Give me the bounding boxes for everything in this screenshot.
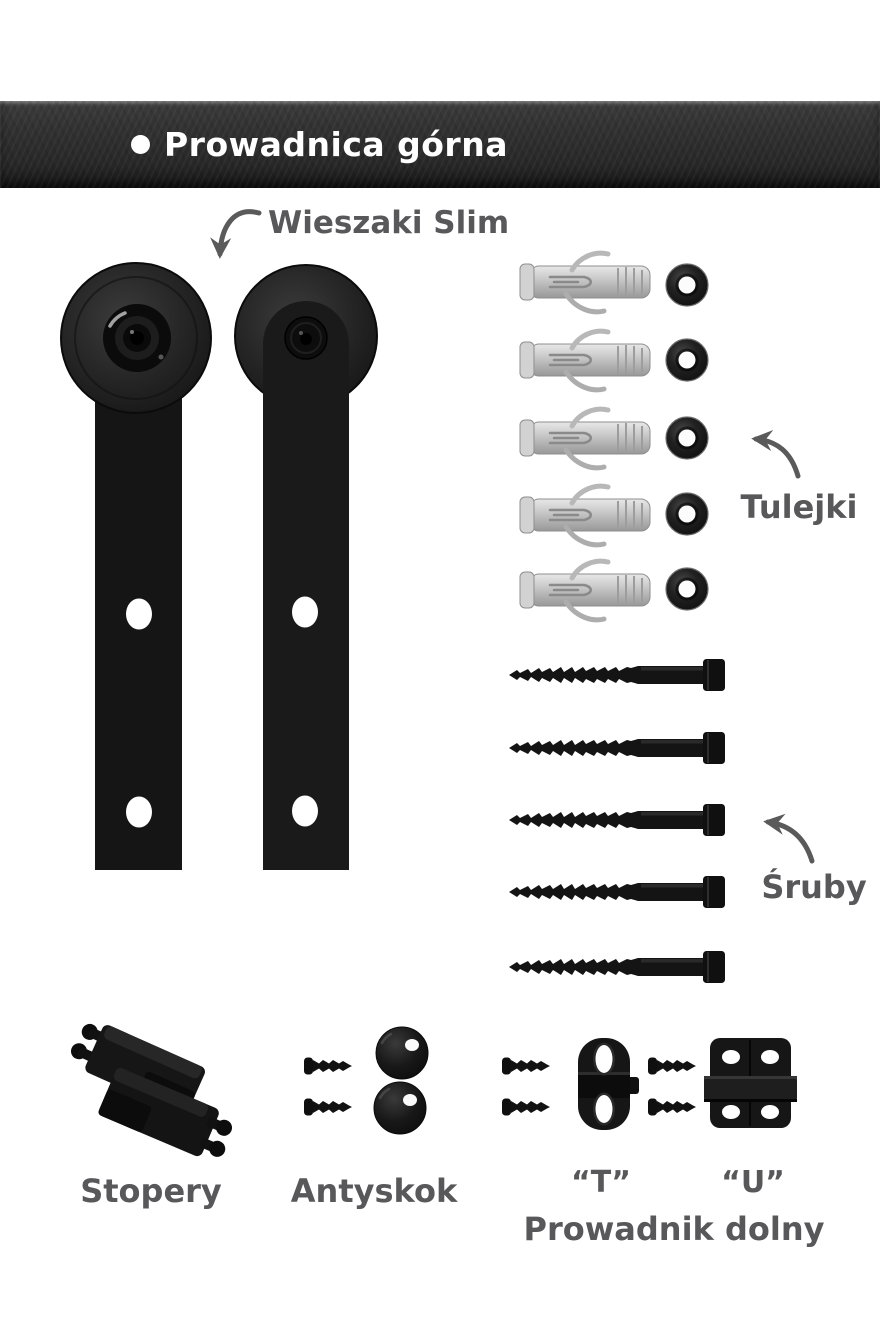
label-hangers: Wieszaki Slim: [268, 205, 510, 241]
arrow-to-screws: [763, 813, 815, 864]
bushing-ring: [664, 566, 710, 612]
lag-screw: [508, 875, 726, 909]
top-rail-banner: Prowadnica górna: [0, 101, 880, 188]
hanger-right-strap: [263, 301, 349, 871]
guide-t-screw: [502, 1098, 550, 1116]
guide-u-screws-group: [648, 1057, 696, 1116]
bushing-ring: [664, 491, 710, 537]
label-bushings: Tulejki: [740, 488, 858, 526]
hanger-left-strap: [95, 392, 182, 870]
wall-plug: [520, 331, 650, 390]
hanger-right-hole-top: [292, 596, 318, 628]
label-guide-u: “U”: [721, 1165, 785, 1200]
label-guide-t: “T”: [571, 1165, 631, 1200]
bushing-ring: [664, 337, 710, 383]
lag-screw: [508, 731, 726, 765]
lag-screw: [508, 803, 726, 837]
guide-t-screw: [502, 1057, 550, 1075]
label-bottom-guide: Prowadnik dolny: [523, 1210, 825, 1248]
wall-plug: [520, 253, 650, 312]
banner-label: Prowadnica górna: [164, 125, 508, 164]
label-stoppers: Stopery: [80, 1172, 222, 1210]
bottom-guide-t: [578, 1038, 639, 1130]
hanger-left-hole-bottom: [126, 796, 152, 828]
arrow-to-hangers: [210, 209, 262, 259]
hanger-left-hole-top: [126, 598, 152, 630]
anti-jump-discs-group: [372, 1025, 430, 1136]
anti-jump-disc: [372, 1080, 428, 1136]
wall-plug: [520, 486, 650, 545]
wall-plug: [520, 561, 650, 620]
bushings-group: [664, 262, 710, 612]
wall-plugs-group: [520, 253, 650, 620]
hanger-left: [60, 262, 212, 870]
anti-jump-screw: [304, 1057, 352, 1075]
wall-plug: [520, 409, 650, 468]
bottom-guide-u: [704, 1038, 797, 1128]
guide-u-screw: [648, 1057, 696, 1075]
hanger-right: [234, 264, 378, 871]
bushing-ring: [664, 262, 710, 308]
anti-jump-screw: [304, 1098, 352, 1116]
lag-screw: [508, 658, 726, 692]
arrow-to-bushings: [751, 430, 801, 479]
guide-t-screws-group: [502, 1057, 550, 1116]
stopper-right: [98, 1067, 233, 1157]
anti-jump-screws-group: [304, 1057, 352, 1116]
hanger-right-hole-bottom: [292, 795, 318, 827]
annotation-arrows: [210, 209, 815, 864]
lag-screws-group: [508, 658, 726, 984]
rail-hole-dot: [131, 135, 150, 154]
guide-u-screw: [648, 1098, 696, 1116]
label-anti-jump: Antyskok: [290, 1172, 458, 1210]
bushing-ring: [664, 415, 710, 461]
anti-jump-disc: [374, 1025, 430, 1081]
label-screws: Śruby: [761, 868, 867, 906]
lag-screw: [508, 950, 726, 984]
